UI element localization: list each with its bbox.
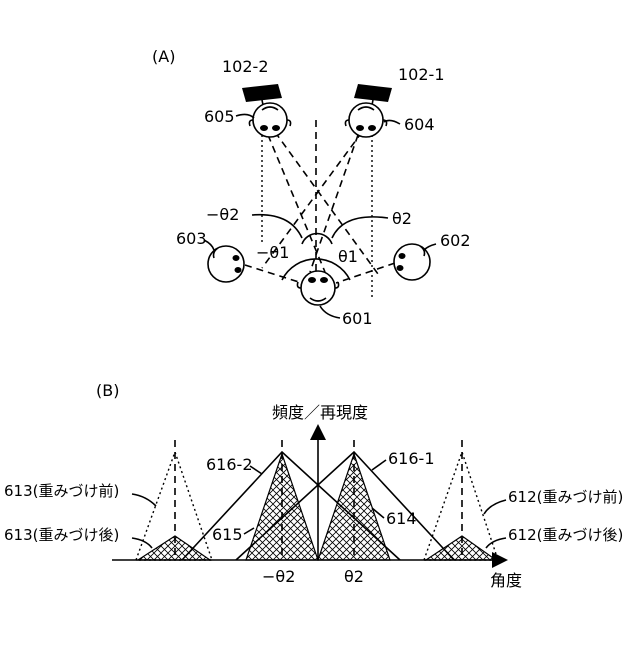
label-616-1: 616-1 bbox=[388, 449, 435, 468]
head-605-icon bbox=[249, 103, 290, 137]
label-614: 614 bbox=[386, 509, 417, 528]
triangle-614 bbox=[318, 454, 390, 560]
head-602-label: 602 bbox=[440, 231, 471, 250]
speaker-left-label: 102-2 bbox=[222, 57, 269, 76]
label-616-2: 616-2 bbox=[206, 455, 253, 474]
leader-601 bbox=[320, 306, 340, 318]
head-601-label: 601 bbox=[342, 309, 373, 328]
x-axis-label: 角度 bbox=[490, 571, 522, 590]
tick-neg-theta2: −θ2 bbox=[262, 567, 295, 586]
neg-theta2-leader bbox=[252, 215, 302, 238]
leader-615 bbox=[244, 528, 254, 534]
panel-a-label: (A) bbox=[152, 47, 175, 66]
dashed-605-to-602 bbox=[275, 132, 378, 274]
tick-theta2: θ2 bbox=[344, 567, 364, 586]
speaker-right-label: 102-1 bbox=[398, 65, 445, 84]
angle-theta2-label: θ2 bbox=[392, 209, 412, 228]
leader-612-after bbox=[486, 538, 506, 548]
angle-theta1-label: θ1 bbox=[338, 247, 358, 266]
leader-613-before bbox=[132, 494, 156, 506]
triangle-612-after bbox=[426, 536, 496, 560]
head-601-icon bbox=[297, 271, 338, 305]
angle-neg-theta2-label: −θ2 bbox=[206, 205, 239, 224]
head-603-label: 603 bbox=[176, 229, 207, 248]
label-612-before: 612(重みづけ前) bbox=[508, 488, 623, 506]
label-612-after: 612(重みづけ後) bbox=[508, 526, 623, 544]
head-604-icon bbox=[345, 103, 386, 137]
panel-b-label: (B) bbox=[96, 381, 119, 400]
theta2-arc bbox=[302, 234, 332, 244]
leader-605 bbox=[236, 114, 254, 118]
label-615: 615 bbox=[212, 525, 243, 544]
dashed-603-to-601 bbox=[245, 265, 302, 283]
panel-a: (A) 102-2 102-1 −θ2 θ2 − bbox=[152, 47, 471, 328]
leader-612-before bbox=[484, 500, 506, 514]
y-axis-label: 頻度／再現度 bbox=[272, 403, 368, 422]
head-603-icon bbox=[208, 246, 244, 282]
panel-b: (B) 頻度／再現度 角度 −θ2 θ2 616-2 616-1 614 615 bbox=[4, 381, 623, 590]
head-605-label: 605 bbox=[204, 107, 235, 126]
label-613-after: 613(重みづけ後) bbox=[4, 526, 119, 544]
theta2-leader bbox=[332, 217, 388, 238]
angle-neg-theta1-label: −θ1 bbox=[256, 243, 289, 262]
leader-613-after bbox=[132, 538, 152, 548]
leader-616-1 bbox=[372, 460, 386, 470]
triangle-613-after bbox=[138, 536, 210, 560]
label-613-before: 613(重みづけ前) bbox=[4, 482, 119, 500]
head-604-label: 604 bbox=[404, 115, 435, 134]
leader-602 bbox=[424, 244, 436, 250]
